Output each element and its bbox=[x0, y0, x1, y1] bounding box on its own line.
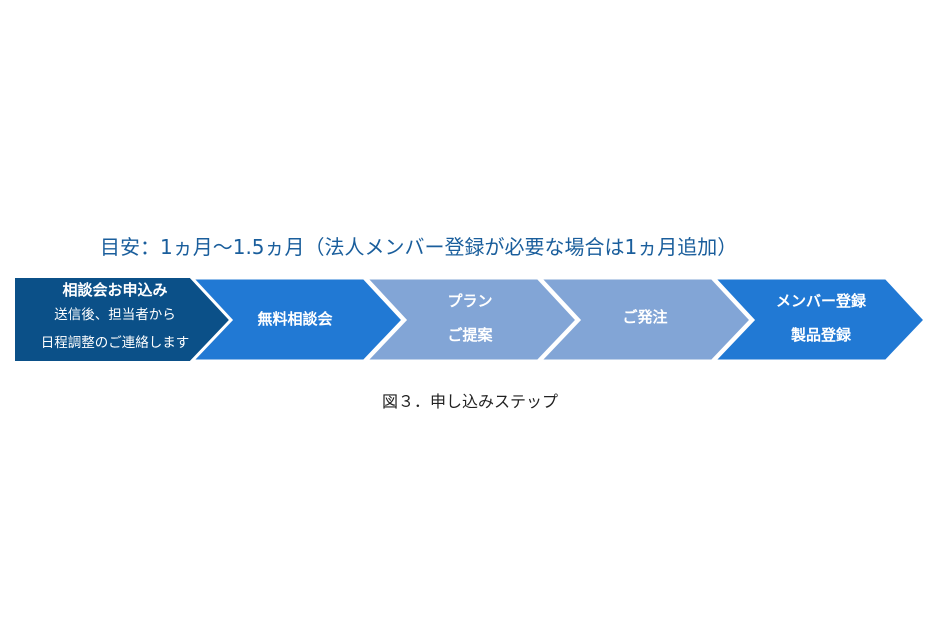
timeline-estimate-heading: 目安：1ヵ月～1.5ヵ月（法人メンバー登録が必要な場合は1ヵ月追加） bbox=[100, 235, 738, 259]
step-1-shape bbox=[15, 278, 229, 361]
step-1-desc-2: 日程調整のご連絡します bbox=[40, 335, 190, 351]
step-2-label: 無料相談会 bbox=[257, 310, 333, 328]
step-1-label: 相談会お申込み 送信後、担当者から 日程調整のご連絡します bbox=[15, 278, 215, 358]
step-1-desc-1: 送信後、担当者から bbox=[54, 307, 176, 323]
step-5-line-2: 製品登録 bbox=[790, 326, 851, 344]
step-3-line-2: ご提案 bbox=[447, 326, 493, 344]
step-5-line-1: メンバー登録 bbox=[775, 292, 866, 310]
figure-caption: 図３．申し込みステップ bbox=[381, 392, 558, 411]
step-3-line-1: プラン bbox=[447, 292, 493, 310]
step-5-shape bbox=[710, 276, 928, 363]
step-4-label: ご発注 bbox=[622, 308, 668, 326]
step-1-title: 相談会お申込み bbox=[62, 281, 168, 299]
step-3-label: プラン ご提案 bbox=[390, 284, 550, 352]
step-5-label: メンバー登録 製品登録 bbox=[738, 284, 904, 352]
